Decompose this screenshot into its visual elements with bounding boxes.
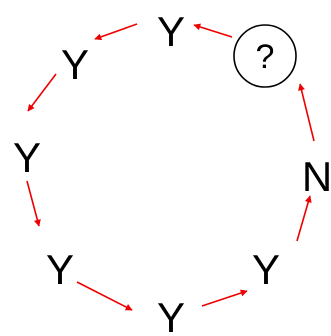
- arrow-lower-left-to-bottom: [76, 281, 133, 311]
- arrow-left-to-lower-left: [26, 180, 41, 227]
- node-bottom: Y: [157, 294, 185, 336]
- node-right: N: [302, 153, 331, 200]
- node-upper-left: Y: [61, 41, 89, 88]
- arrow-question-to-top: [193, 23, 233, 38]
- node-top: Y: [157, 8, 185, 55]
- node-lower-right: Y: [252, 246, 280, 293]
- question-node-circle: [233, 24, 297, 88]
- node-lower-left: Y: [46, 246, 74, 293]
- arrow-upper-left-to-left: [27, 73, 57, 112]
- node-question: ?: [256, 38, 275, 76]
- arrow-lower-right-to-right: [296, 195, 312, 242]
- arrow-right-to-question: [298, 83, 315, 142]
- arrow-bottom-to-lower-right: [201, 289, 248, 307]
- arrow-top-to-upper-left: [94, 23, 138, 41]
- node-left: Y: [13, 134, 41, 181]
